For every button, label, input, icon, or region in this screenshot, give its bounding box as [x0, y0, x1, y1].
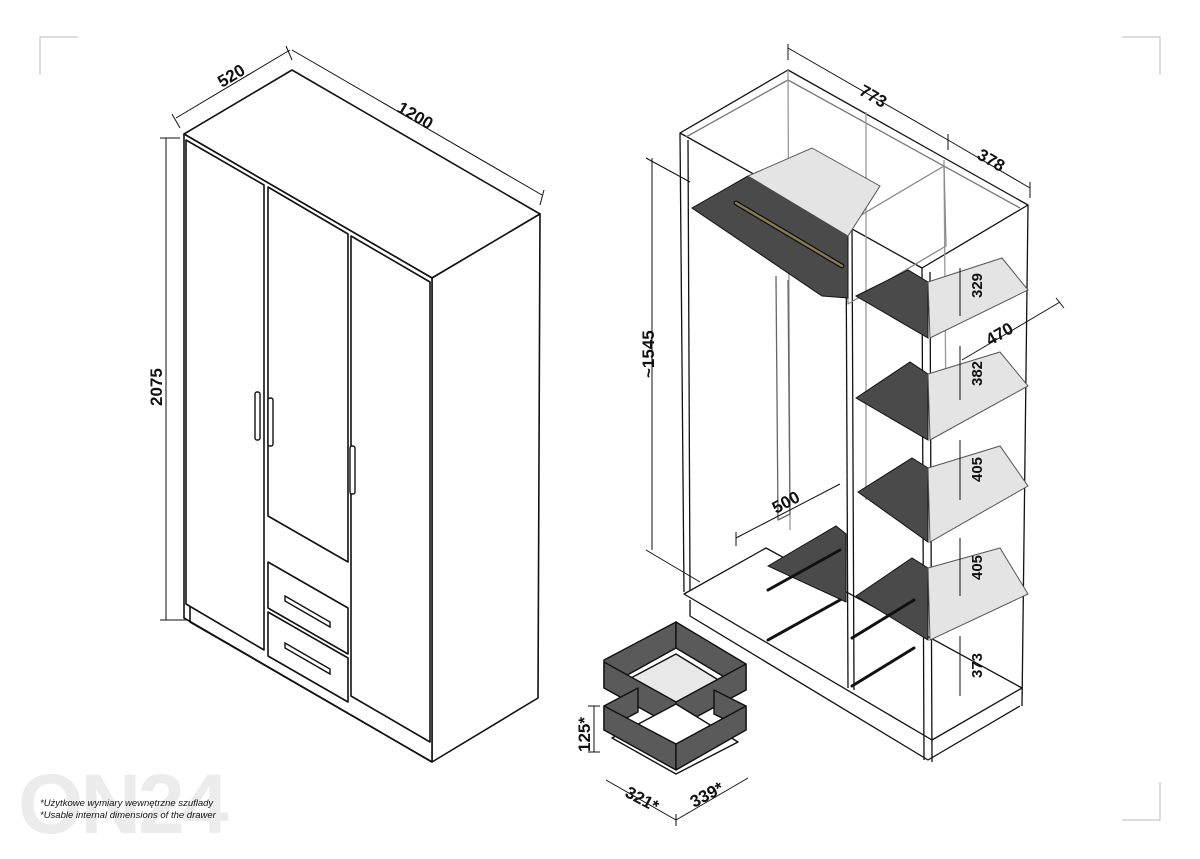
drawer-lower-right	[675, 705, 747, 771]
dim-open-shelf-width: 378	[974, 145, 1008, 176]
dimension-lines-drawer	[588, 705, 749, 826]
door-right	[350, 235, 431, 743]
crop-marks	[39, 36, 1161, 821]
drawer-boxes	[603, 621, 747, 775]
footnote-english: *Usable internal dimensions of the drawe…	[40, 810, 216, 821]
wardrobe-plinth	[189, 606, 433, 763]
drawer-runners	[766, 548, 916, 688]
shelf-3-back	[927, 445, 1029, 543]
shelves	[691, 175, 929, 641]
dim-closed-width: 1200	[394, 98, 436, 133]
dim-shelf-spacing-2: 382	[969, 361, 986, 386]
center-divider-2	[851, 225, 855, 691]
wardrobe-closed-drawing	[183, 69, 541, 763]
dim-drawer-height: 125*	[575, 717, 594, 752]
dim-open-width: 773	[856, 81, 890, 112]
center-divider	[845, 223, 849, 689]
handle-drawer-upper	[284, 594, 331, 629]
shelf-2	[855, 361, 929, 441]
dim-open-hanging-height: ~1545	[639, 330, 658, 378]
hat-shelf	[691, 175, 849, 299]
wardrobe-side	[431, 213, 541, 763]
shelf-4-back	[927, 547, 1029, 641]
dim-shelf-spacing-1: 329	[969, 273, 986, 298]
open-plinth	[689, 600, 1021, 761]
dimension-lines-open	[645, 44, 1065, 696]
mirror-edge	[775, 275, 791, 521]
left-side-inner	[687, 139, 691, 591]
handles	[254, 391, 356, 676]
dim-open-drawer-depth: 500	[769, 487, 803, 517]
brand-watermark: ON24	[18, 757, 228, 851]
drawer-front-upper	[267, 561, 349, 655]
top-shelf-back	[746, 147, 881, 237]
dim-shelf-spacing-4: 405	[969, 555, 986, 580]
shelf-1	[854, 269, 929, 339]
door-middle	[267, 186, 349, 563]
open-bottom	[683, 547, 1023, 741]
dim-shelf-spacing-5: 373	[969, 653, 986, 678]
shelf-1-back	[927, 257, 1029, 339]
shelves-light	[746, 147, 1029, 641]
open-top	[679, 69, 1029, 269]
drawer-lower-bottom	[611, 703, 739, 775]
door-left	[185, 139, 265, 651]
drawer-shelf	[766, 525, 847, 603]
dim-shelf-spacing-3: 405	[969, 457, 986, 482]
left-side-front	[679, 132, 685, 593]
handle-drawer-lower	[284, 641, 331, 676]
footnote-polish: *Użytkowe wymiary wewnętrzne szuflady	[40, 798, 214, 809]
dim-drawer-depth: 321*	[622, 783, 662, 816]
right-back-post	[1021, 204, 1029, 707]
shelf-3	[857, 457, 929, 543]
hanging-rail	[733, 200, 845, 269]
dimension-lines-closed	[160, 45, 545, 621]
handle-middle	[267, 397, 274, 447]
dim-closed-height: 2075	[147, 368, 166, 406]
shelf-2-back	[927, 351, 1029, 441]
handle-right	[349, 445, 356, 495]
dim-closed-depth: 520	[214, 61, 248, 92]
dim-drawer-width: 339*	[687, 778, 727, 811]
handle-left	[254, 391, 261, 441]
